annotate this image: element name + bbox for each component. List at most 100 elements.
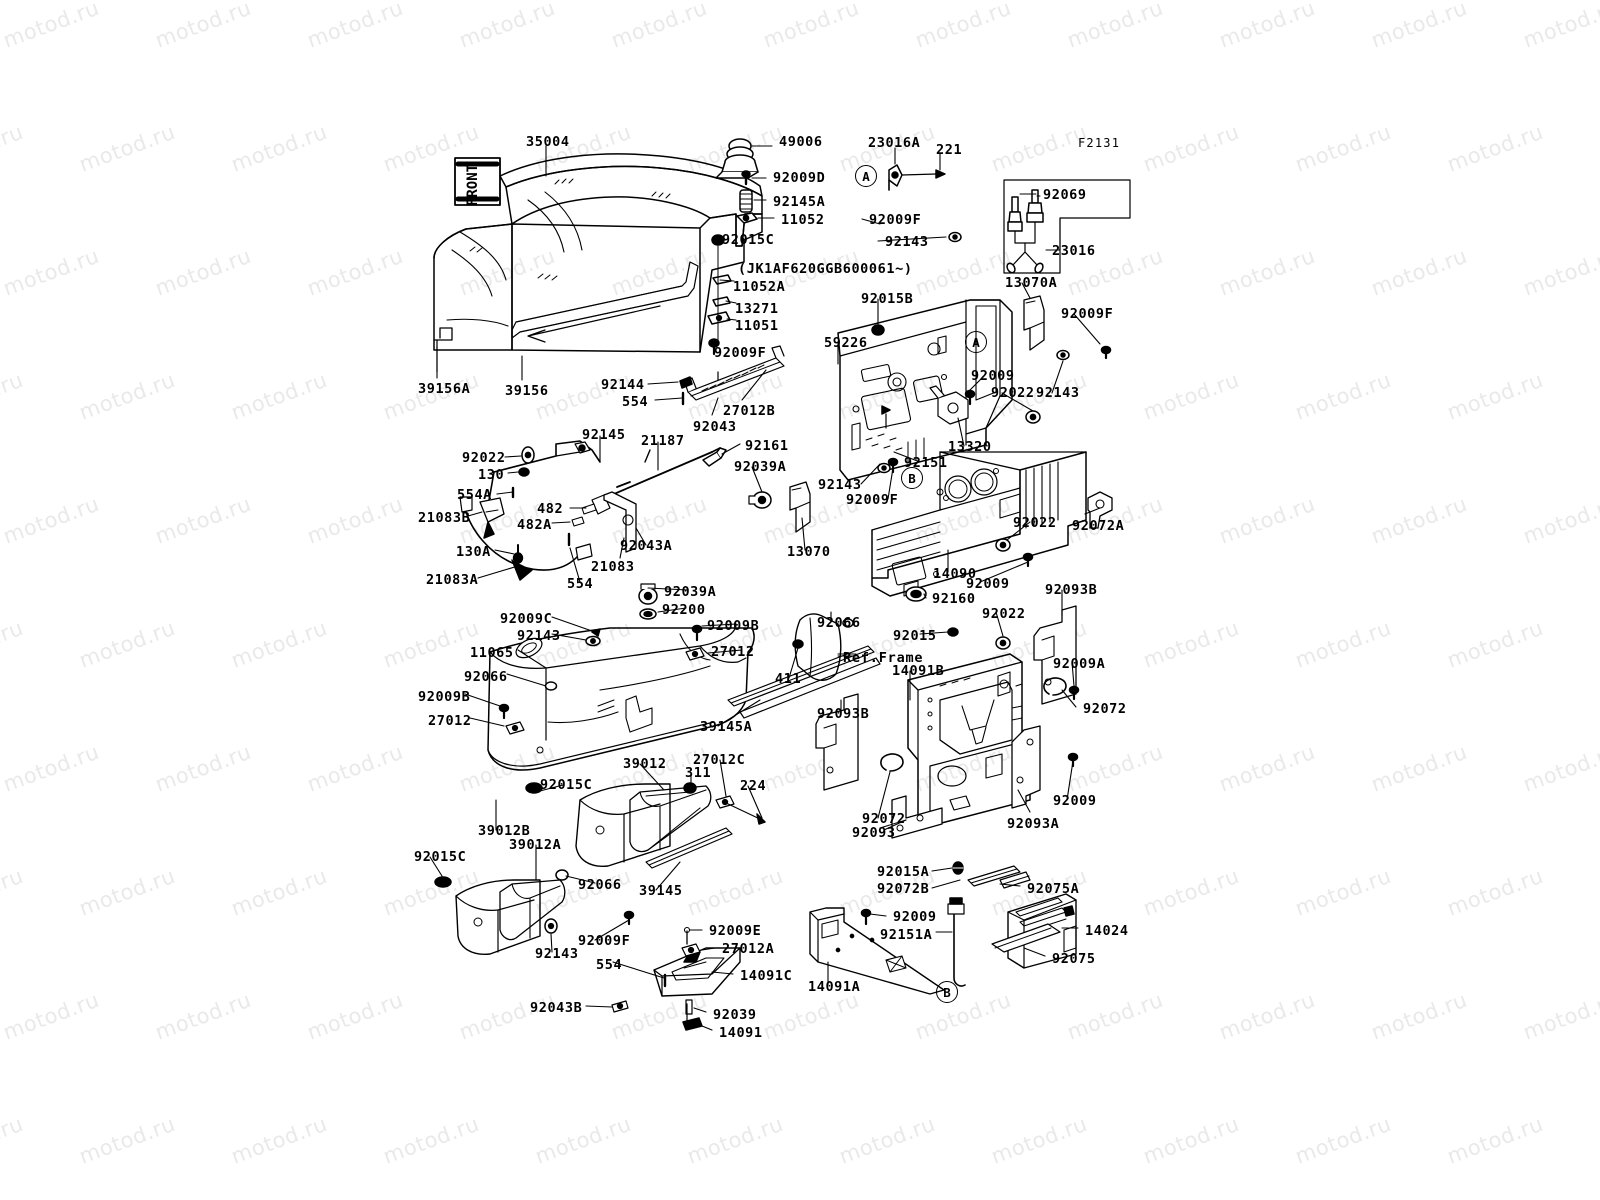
- callout-tag-B1: B: [901, 467, 923, 489]
- part-label-39145: 39145: [639, 883, 683, 899]
- part-92151A: [947, 897, 966, 987]
- part-label-92093: 92093: [852, 825, 896, 841]
- part-label-92143: 92143: [818, 477, 862, 493]
- part-label-92093A: 92093A: [1007, 816, 1060, 832]
- part-311: [683, 782, 697, 794]
- part-label-554: 554: [596, 957, 623, 973]
- part-label-92009F: 92009F: [869, 212, 922, 228]
- part-label-JK1AF620GGB600061: (JK1AF620GGB600061~): [738, 261, 913, 277]
- part-label-23016A: 23016A: [868, 135, 921, 151]
- part-label-92151: 92151: [904, 455, 948, 471]
- part-label-92043: 92043: [693, 419, 737, 435]
- part-92144: [679, 376, 693, 389]
- part-label-221: 221: [936, 142, 963, 158]
- part-label-411: 411: [775, 671, 802, 687]
- part-92143-d: [585, 635, 601, 647]
- part-label-92066: 92066: [464, 669, 508, 685]
- part-label-92161: 92161: [745, 438, 789, 454]
- part-label-59226: 59226: [824, 335, 868, 351]
- part-92161: [702, 447, 727, 467]
- part-92066-b: [555, 869, 569, 881]
- part-92072-ring-b: [880, 753, 904, 772]
- part-92160: [905, 586, 927, 602]
- part-label-92009: 92009: [966, 576, 1010, 592]
- part-92151: [881, 405, 891, 429]
- part-label-92009: 92009: [971, 368, 1015, 384]
- part-label-14024: 14024: [1085, 923, 1129, 939]
- part-label-35004: 35004: [526, 134, 570, 150]
- ref-frame-post: [792, 613, 857, 681]
- part-label-21187: 21187: [641, 433, 685, 449]
- part-92143-b: [877, 462, 891, 474]
- part-label-11052: 11052: [781, 212, 825, 228]
- part-label-482: 482: [537, 501, 564, 517]
- part-92143-c: [1056, 349, 1070, 361]
- part-92072B-rod: [967, 865, 1021, 887]
- part-92200: [639, 608, 657, 620]
- part-92009F-c: [1100, 345, 1112, 360]
- part-label-27012A: 27012A: [722, 941, 775, 957]
- part-label-92075: 92075: [1052, 951, 1096, 967]
- part-92009-d: [860, 908, 872, 926]
- part-label-14091A: 14091A: [808, 979, 861, 995]
- part-92009-b: [1022, 552, 1034, 568]
- part-label-27012C: 27012C: [693, 752, 746, 768]
- part-92009B-a: [498, 703, 510, 720]
- part-label-14091B: 14091B: [892, 663, 945, 679]
- part-13070A-bracket: [1023, 295, 1045, 351]
- part-label-92075A: 92075A: [1027, 881, 1080, 897]
- part-label-92072: 92072: [862, 811, 906, 827]
- part-92093-lower-leader: [879, 819, 907, 829]
- part-label-92043B: 92043B: [530, 1000, 583, 1016]
- part-label-F2131: F2131: [1078, 136, 1121, 150]
- part-label-554: 554: [622, 394, 649, 410]
- part-92093-bracket: [891, 795, 943, 839]
- part-label-11052A: 11052A: [733, 279, 786, 295]
- part-label-92009E: 92009E: [709, 923, 762, 939]
- part-13320: [929, 385, 969, 425]
- part-label-92015A: 92015A: [877, 864, 930, 880]
- part-label-92039: 92039: [713, 1007, 757, 1023]
- part-label-92143: 92143: [885, 234, 929, 250]
- part-92009B-b: [691, 624, 703, 642]
- part-label-92093B: 92093B: [817, 706, 870, 722]
- part-label-92022: 92022: [462, 450, 506, 466]
- part-label-21083: 21083: [591, 559, 635, 575]
- part-label-92143: 92143: [1036, 385, 1080, 401]
- part-label-27012B: 27012B: [723, 403, 776, 419]
- part-label-92039A: 92039A: [664, 584, 717, 600]
- steering-linkage: [459, 440, 721, 581]
- part-23016A: [888, 164, 903, 191]
- part-92145A: [739, 189, 753, 213]
- part-label-39156A: 39156A: [418, 381, 471, 397]
- part-label-92015C: 92015C: [540, 777, 593, 793]
- front-plate: FRONT: [454, 157, 501, 206]
- part-label-13070A: 13070A: [1005, 275, 1058, 291]
- part-11052: [736, 212, 758, 224]
- part-label-130A: 130A: [456, 544, 491, 560]
- part-92043B: [611, 1000, 629, 1013]
- part-label-130: 130: [478, 467, 505, 483]
- part-label-92009: 92009: [1053, 793, 1097, 809]
- part-label-311: 311: [685, 765, 712, 781]
- part-92009F-low: [623, 910, 635, 926]
- part-92015A: [952, 861, 964, 875]
- part-label-39156: 39156: [505, 383, 549, 399]
- part-92009A-f: [1068, 685, 1080, 701]
- part-label-92069: 92069: [1043, 187, 1087, 203]
- svg-text:FRONT: FRONT: [465, 164, 481, 206]
- part-label-92143: 92143: [535, 946, 579, 962]
- part-label-92043A: 92043A: [620, 538, 673, 554]
- part-39012A-lower: [455, 879, 566, 955]
- part-label-92039A: 92039A: [734, 459, 787, 475]
- part-label-92066: 92066: [817, 615, 861, 631]
- part-224: [723, 801, 766, 825]
- part-label-92009A: 92009A: [1053, 656, 1106, 672]
- part-label-92072: 92072: [1083, 701, 1127, 717]
- part-label-13271: 13271: [735, 301, 779, 317]
- part-label-21083A: 21083A: [426, 572, 479, 588]
- part-label-11051: 11051: [735, 318, 779, 334]
- part-label-49006: 49006: [779, 134, 823, 150]
